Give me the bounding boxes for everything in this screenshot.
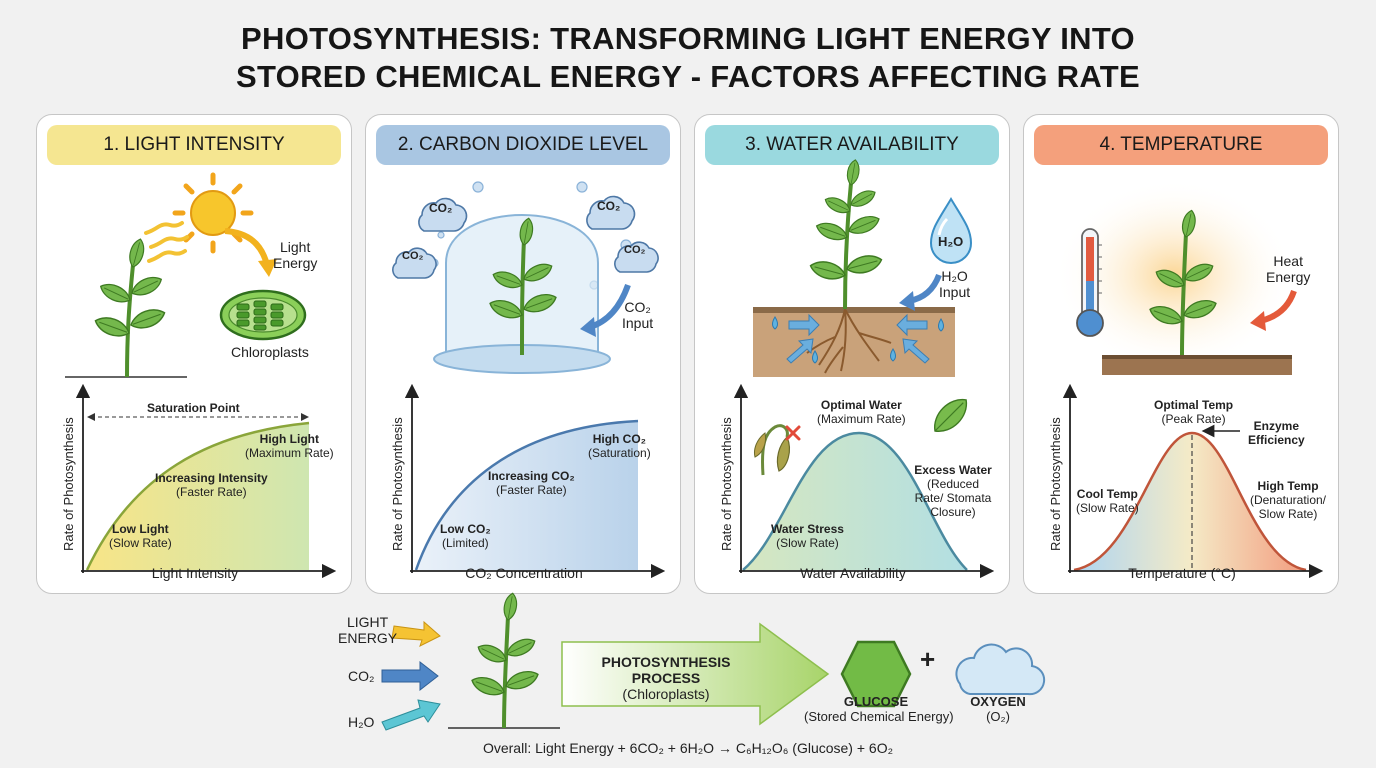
saturation-point-label: Saturation Point bbox=[147, 401, 240, 415]
optimal-temp-label: Optimal Temp(Peak Rate) bbox=[1154, 398, 1234, 426]
light-graph bbox=[75, 383, 337, 579]
co2-cloud-label-1: CO₂ bbox=[429, 201, 453, 215]
x-mark-icon bbox=[785, 425, 801, 441]
panel-light-intensity: 1. LIGHT INTENSITY bbox=[36, 114, 352, 594]
temperature-illustration bbox=[1054, 179, 1324, 579]
optimal-water-label: Optimal Water(Maximum Rate) bbox=[817, 398, 906, 426]
panel-header-water: 3. WATER AVAILABILITY bbox=[705, 125, 999, 165]
co2-input-label: CO₂ bbox=[348, 668, 375, 684]
x-axis-label-water: Water Availability bbox=[800, 565, 906, 581]
water-graph bbox=[733, 383, 995, 579]
temperature-graph bbox=[1062, 383, 1324, 579]
co2-cloud-icons bbox=[392, 195, 659, 279]
water-stress-label: Water Stress(Slow Rate) bbox=[771, 522, 844, 550]
y-axis-label-co2: Rate of Photosynthesis bbox=[390, 417, 405, 551]
high-light-label: High Light(Maximum Rate) bbox=[245, 432, 334, 460]
water-illustration bbox=[733, 158, 995, 579]
leaf-icon bbox=[934, 399, 967, 432]
co2-graph bbox=[404, 383, 666, 579]
h2o-droplet-label: H₂O bbox=[938, 234, 964, 249]
panel-header-co2: 2. CARBON DIOXIDE LEVEL bbox=[376, 125, 670, 165]
page-title: PHOTOSYNTHESIS: TRANSFORMING LIGHT ENERG… bbox=[0, 20, 1376, 96]
light-illustration bbox=[65, 172, 337, 579]
co2-cloud-label-3: CO₂ bbox=[597, 199, 621, 213]
plant-icon bbox=[486, 216, 560, 356]
h2o-input-arrow-icon bbox=[381, 699, 441, 731]
x-axis-label-co2: CO₂ Concentration bbox=[465, 565, 583, 581]
glucose-label: GLUCOSE(Stored Chemical Energy) bbox=[804, 694, 954, 724]
co2-cloud-label-2: CO₂ bbox=[402, 250, 424, 262]
water-droplet-icons bbox=[772, 316, 944, 364]
plant-icon bbox=[1146, 208, 1220, 356]
panel-carbon-dioxide: 2. CARBON DIOXIDE LEVEL bbox=[365, 114, 681, 594]
plus-sign: + bbox=[920, 644, 936, 674]
light-energy-arrow-icon bbox=[224, 228, 270, 266]
plant-icon bbox=[807, 158, 885, 310]
h2o-droplet-icon bbox=[929, 197, 973, 264]
light-rays-icon bbox=[144, 221, 189, 263]
low-co2-label: Low CO₂(Limited) bbox=[440, 522, 491, 550]
light-input-arrow-icon bbox=[391, 620, 441, 647]
x-axis-label-temperature: Temperature (°C) bbox=[1128, 565, 1236, 581]
y-axis-label-light: Rate of Photosynthesis bbox=[61, 417, 76, 551]
thermometer-icon bbox=[1076, 228, 1104, 337]
title-line-2: STORED CHEMICAL ENERGY - FACTORS AFFECTI… bbox=[236, 59, 1140, 94]
y-axis-label-water: Rate of Photosynthesis bbox=[719, 417, 734, 551]
plant-icon bbox=[65, 236, 187, 378]
low-light-label: Low Light(Slow Rate) bbox=[109, 522, 172, 550]
overall-equation: Overall: Light Energy + 6CO₂ + 6H₂O → C₆… bbox=[482, 740, 894, 756]
oxygen-cloud-icon bbox=[955, 643, 1046, 696]
y-axis-label-temperature: Rate of Photosynthesis bbox=[1048, 417, 1063, 551]
x-axis-label-light: Light Intensity bbox=[151, 565, 239, 581]
soil-icon bbox=[753, 307, 955, 377]
panel-header-temperature: 4. TEMPERATURE bbox=[1034, 125, 1328, 165]
panel-temperature: 4. TEMPERATURE bbox=[1023, 114, 1339, 594]
increasing-intensity-label: Increasing Intensity(Faster Rate) bbox=[155, 471, 268, 499]
wilted-plant-icon bbox=[754, 424, 791, 476]
water-flow-arrows-icon bbox=[786, 313, 930, 364]
co2-cloud-label-4: CO₂ bbox=[624, 244, 646, 256]
excess-water-label: Excess Water(Reduced Rate/ Stomata Closu… bbox=[914, 463, 992, 519]
h2o-input-label: H₂O bbox=[348, 714, 375, 730]
high-co2-label: High CO₂(Saturation) bbox=[588, 432, 651, 460]
panel-header-light: 1. LIGHT INTENSITY bbox=[47, 125, 341, 165]
increasing-co2-label: Increasing CO₂(Faster Rate) bbox=[488, 469, 575, 497]
co2-illustration bbox=[392, 181, 666, 579]
high-temp-label: High Temp(Denaturation/ Slow Rate) bbox=[1249, 479, 1327, 521]
chloroplasts-label: Chloroplasts bbox=[231, 344, 309, 360]
panel-water-availability: 3. WATER AVAILABILITY bbox=[694, 114, 1010, 594]
co2-input-arrow-icon bbox=[381, 660, 439, 692]
summary-plant-icon bbox=[448, 591, 560, 729]
cool-temp-label: Cool Temp(Slow Rate) bbox=[1076, 487, 1139, 515]
process-label: PHOTOSYNTHESIS PROCESS(Chloroplasts) bbox=[601, 654, 731, 702]
oxygen-label: OXYGEN(O₂) bbox=[970, 694, 1026, 724]
title-line-1: PHOTOSYNTHESIS: TRANSFORMING LIGHT ENERG… bbox=[241, 21, 1135, 56]
chloroplast-icon bbox=[219, 289, 307, 341]
